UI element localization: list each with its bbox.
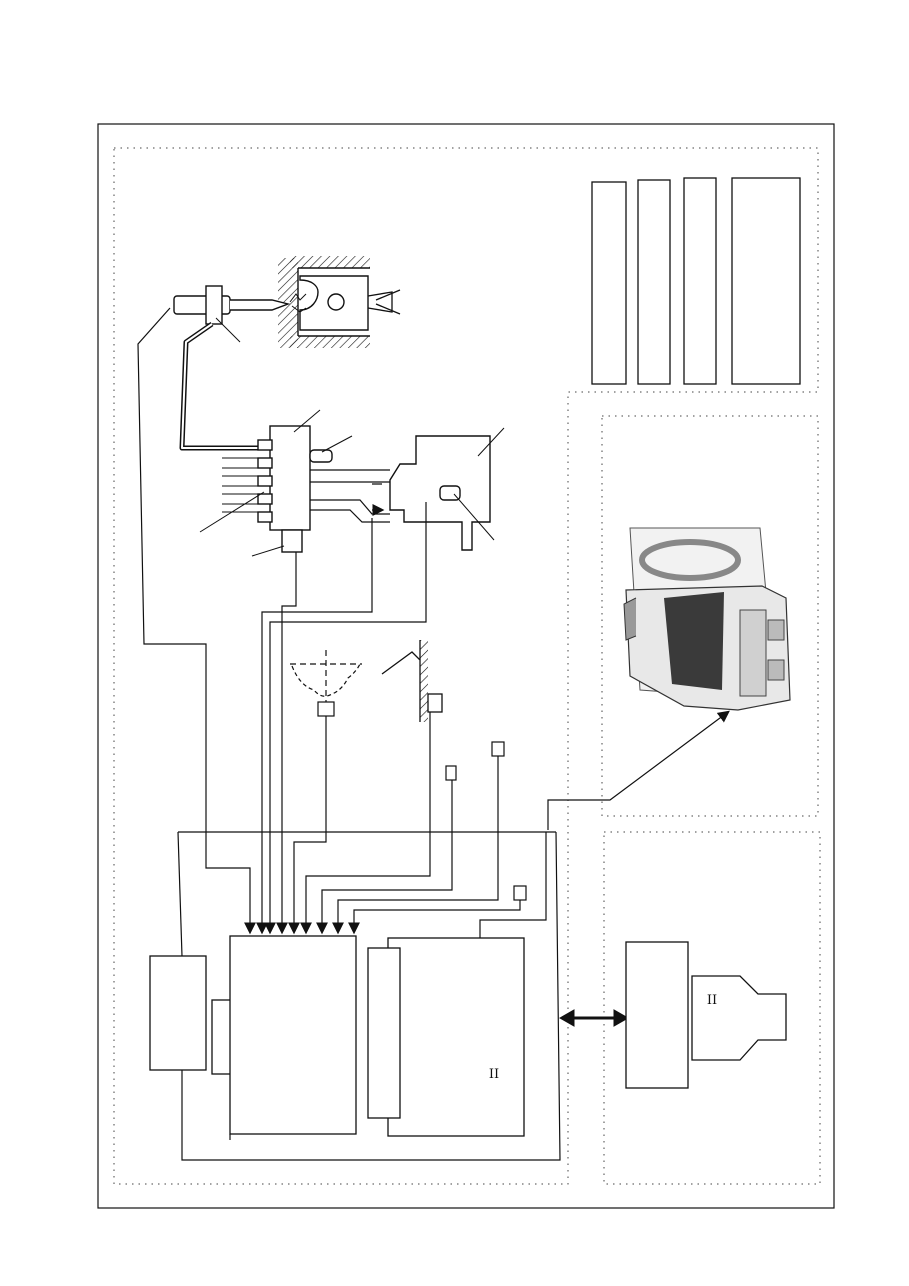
cylinder-bottom-hatching [290, 336, 370, 348]
rail-outlet-5 [257, 511, 273, 523]
cylinder-wall-hatching [278, 258, 298, 348]
pedal-sensor [427, 693, 443, 713]
rail-pressure-sensor [281, 529, 303, 553]
main-panel-border [113, 147, 819, 1185]
rail-callout-2 [321, 435, 353, 453]
truck-logo-swirl [639, 539, 741, 581]
dotted-panels [113, 147, 821, 1185]
fuel-spray [289, 293, 307, 313]
wire-sensor-c [348, 900, 521, 935]
scan-tool-mark: II [707, 993, 717, 1008]
small-sensors [445, 741, 527, 901]
wire-left-bus [177, 831, 183, 957]
sensor-a [445, 765, 457, 781]
pump-callout-2 [453, 493, 495, 541]
rail-outlet-4 [257, 493, 273, 505]
legend-box-2 [637, 179, 671, 385]
common-rail [199, 409, 353, 557]
diagnostic-panel-border [603, 831, 821, 1185]
wire-left-bottom [181, 831, 561, 1161]
rail-outlet-3 [257, 475, 273, 487]
pedal-lever [381, 651, 421, 675]
ecm-right [387, 937, 525, 1137]
ecm-main [229, 935, 357, 1135]
wire-pump-1 [256, 518, 373, 935]
injector [173, 285, 291, 343]
wire-injector [137, 307, 256, 935]
high-pressure-pipes [310, 469, 390, 523]
truck-grille [739, 609, 767, 697]
wire-pressure-sensor [276, 552, 297, 935]
pump-scv [439, 485, 461, 501]
crank-sensor [290, 650, 362, 717]
pedal-mount-hatching [420, 640, 428, 722]
wire-right-ecm [479, 832, 547, 938]
legend-box-4 [731, 177, 801, 385]
truck-illustration [623, 527, 791, 711]
cylinder-outline [297, 267, 370, 337]
truck-headlight-2 [767, 659, 785, 681]
wire-pedal [300, 712, 431, 935]
supply-pump [389, 427, 505, 551]
wiring-harness [137, 307, 730, 1161]
truck-windshield [664, 592, 724, 690]
wire-crank [288, 716, 327, 935]
accelerator-pedal [381, 640, 443, 722]
wire-sensor-a [316, 780, 453, 935]
injector-clamp [205, 285, 223, 325]
pressure-limiter [309, 449, 333, 463]
rail-outlet-1 [257, 439, 273, 451]
injection-pipe [179, 321, 264, 451]
wire-pump-arrows [372, 483, 382, 510]
wire-sensor-b [332, 756, 499, 935]
injection-pipe-inner [181, 323, 264, 449]
controller-mark: II [489, 1067, 499, 1082]
truck-headlight-1 [767, 619, 785, 641]
sensor-b [491, 741, 505, 757]
scan-tool-body [625, 941, 689, 1089]
wire-pump-2 [264, 502, 427, 935]
rail-callout-4 [251, 545, 285, 557]
pump-callout-1 [477, 427, 505, 457]
truck-mirror [623, 597, 637, 641]
control-units [149, 935, 525, 1137]
sensor-c [513, 885, 527, 901]
engine-cylinder [278, 256, 401, 348]
rail-outlet-2 [257, 457, 273, 469]
ecm-right-module [367, 947, 401, 1119]
outer-frame [97, 123, 835, 1209]
legend-box-3 [683, 177, 717, 385]
cylinder-top-hatching [290, 256, 370, 268]
legend-box-1 [591, 181, 627, 385]
ecm-left [149, 955, 207, 1071]
wire-to-truck [547, 710, 730, 830]
injector-callout [215, 317, 241, 343]
rail-pipe-stubs [222, 457, 258, 513]
diagnostic-link [558, 1009, 630, 1027]
truck-panel-border [601, 415, 819, 817]
injector-nozzle [230, 299, 291, 311]
scan-tool-adapter [691, 975, 787, 1061]
piston-pin [327, 293, 345, 311]
rail-body [269, 425, 311, 531]
legend-boxes [591, 177, 801, 385]
rail-callout-1 [293, 409, 321, 433]
rail-callout-3 [199, 491, 265, 533]
diagnostic-tool [625, 941, 787, 1089]
crank-sensor-body [317, 701, 335, 717]
connecting-rod [367, 289, 401, 315]
